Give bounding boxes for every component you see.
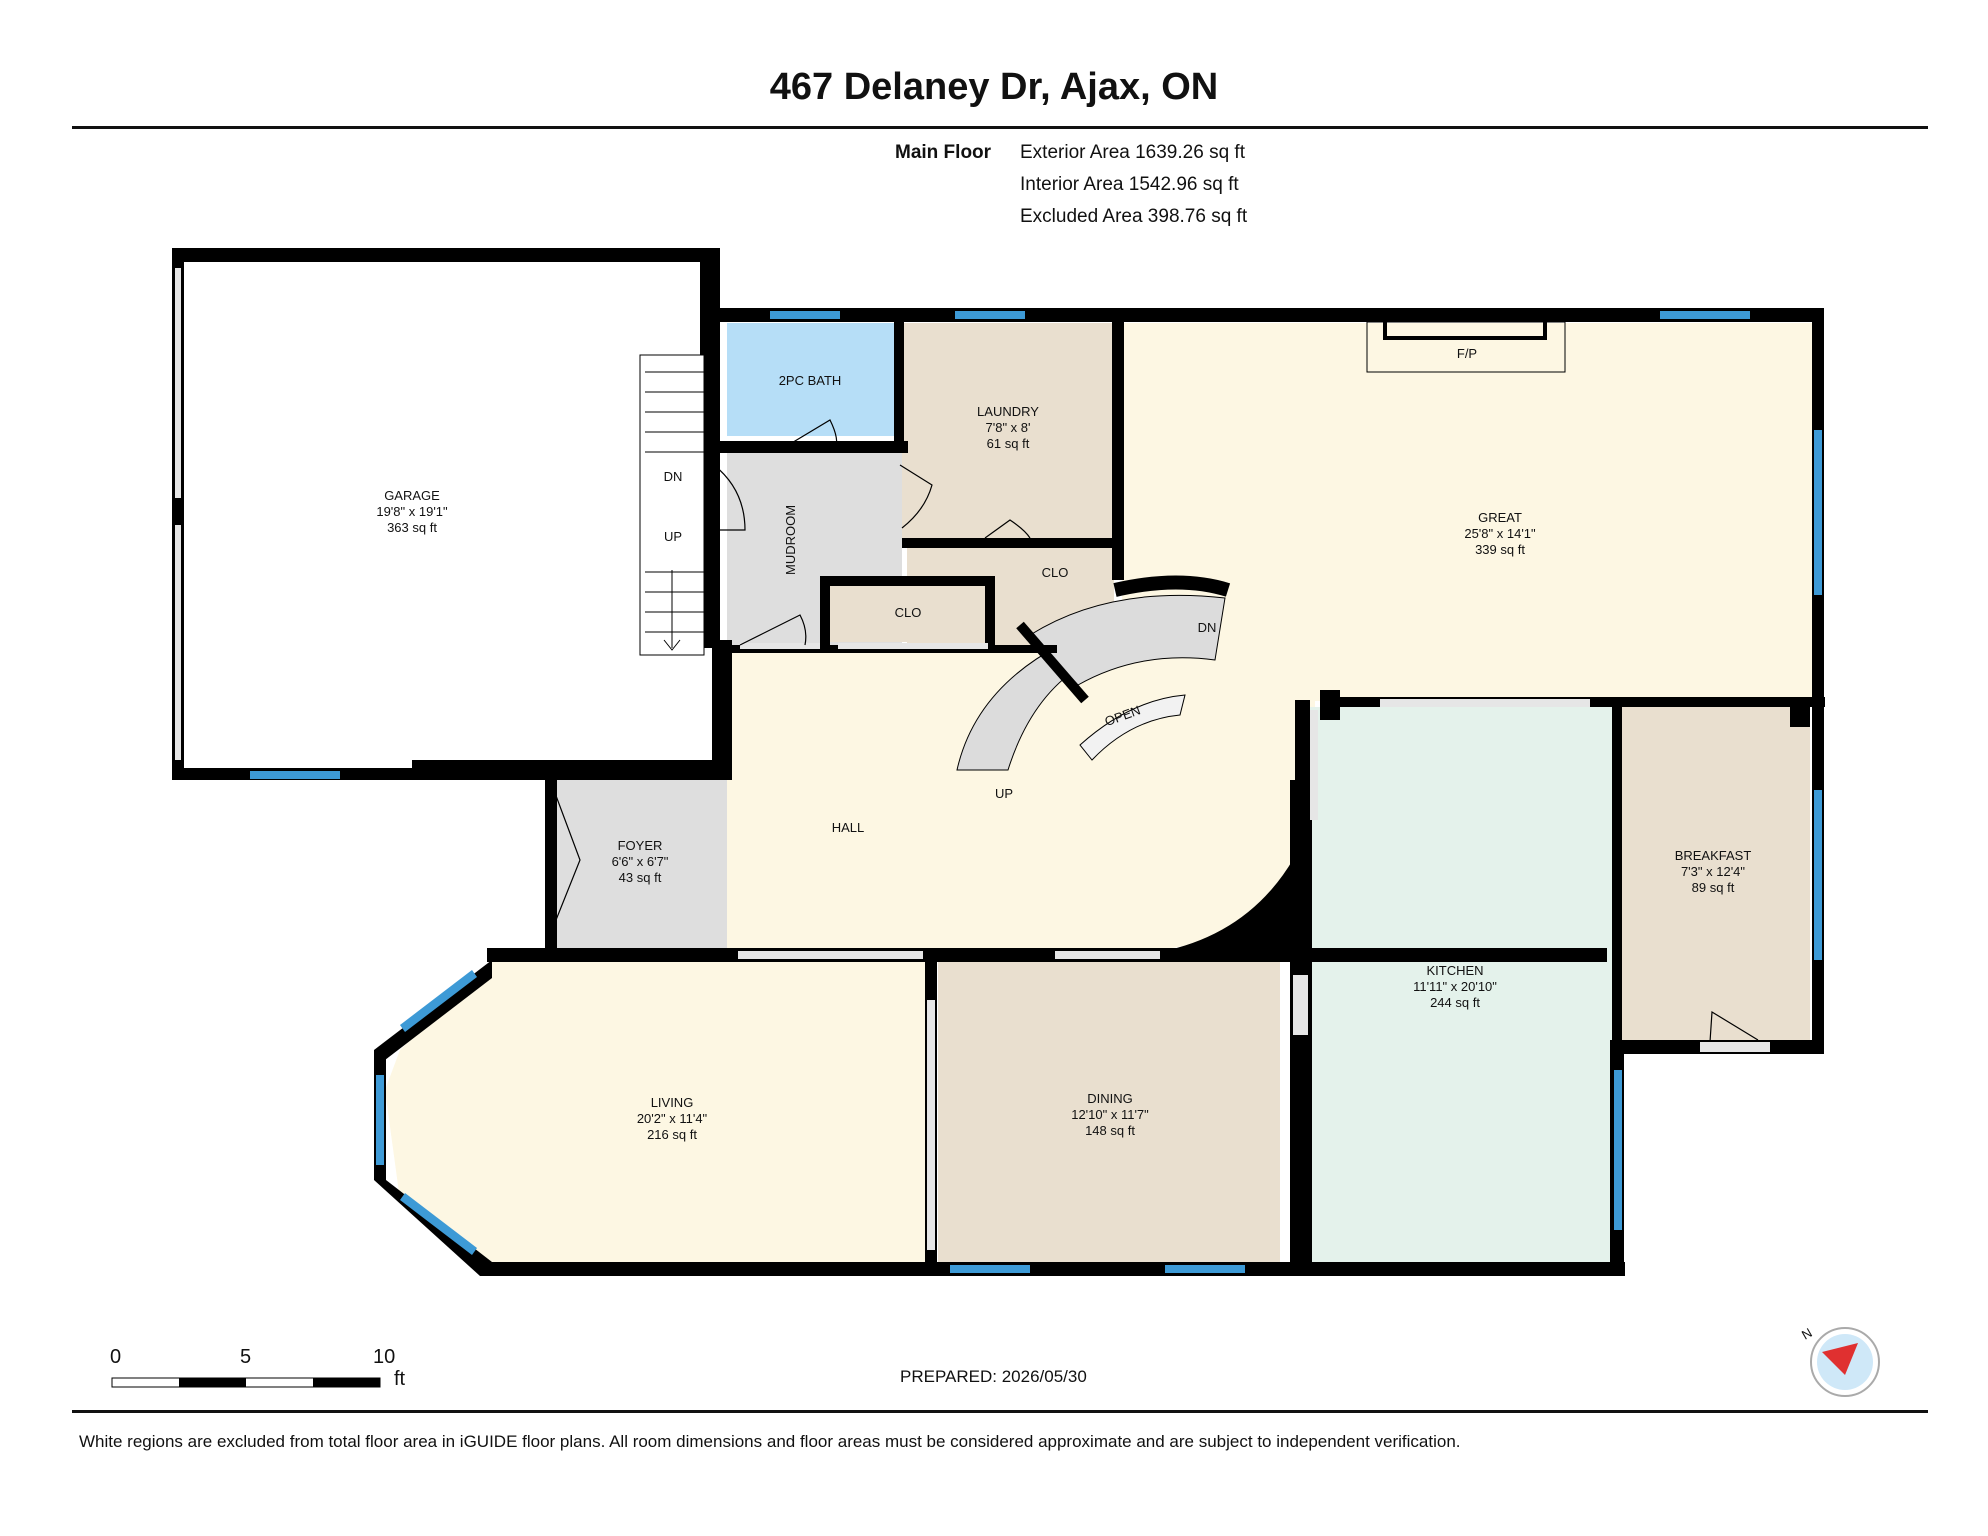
- clo1-name: CLO: [895, 605, 922, 620]
- scale-tick-0: 0: [110, 1346, 122, 1368]
- excluded-area: Excluded Area 398.76 sq ft: [1020, 206, 1248, 227]
- great-name: GREAT: [1478, 510, 1522, 525]
- curved-staircase: [956, 575, 1231, 771]
- scale-tick-10: 10: [373, 1346, 396, 1368]
- great-floor: [1122, 323, 1814, 701]
- laundry-floor: [902, 323, 1114, 539]
- garage-stairs: [639, 354, 705, 656]
- exterior-area: Exterior Area 1639.26 sq ft: [1020, 142, 1245, 163]
- compass-north-label: N: [1799, 1325, 1815, 1343]
- door-swings: [551, 419, 1759, 1043]
- garage-dims: 19'8" x 19'1": [376, 504, 448, 519]
- fireplace-label: F/P: [1457, 346, 1477, 361]
- dining-area: 148 sq ft: [1085, 1123, 1135, 1138]
- scale-unit: ft: [394, 1368, 406, 1390]
- bath-name: 2PC BATH: [779, 373, 842, 388]
- breakfast-name: BREAKFAST: [1675, 848, 1752, 863]
- breakfast-dims: 7'3" x 12'4": [1681, 864, 1745, 879]
- main-stair-dn-label: DN: [1198, 620, 1217, 635]
- great-dims: 25'8" x 14'1": [1464, 526, 1536, 541]
- garage-stair-up-label: UP: [664, 529, 682, 544]
- foyer-floor: [552, 775, 727, 950]
- garage-stair-dn-label: DN: [664, 469, 683, 484]
- prepared-date: PREPARED: 2026/05/30: [900, 1367, 1087, 1386]
- living-label: LIVING 20'2" x 11'4" 216 sq ft: [637, 1095, 708, 1142]
- foyer-name: FOYER: [618, 838, 663, 853]
- foyer-area: 43 sq ft: [619, 870, 662, 885]
- disclaimer-text: White regions are excluded from total fl…: [79, 1432, 1461, 1451]
- footer-divider: [72, 1410, 1928, 1413]
- laundry-dims: 7'8" x 8': [986, 420, 1031, 435]
- interior-area: Interior Area 1542.96 sq ft: [1020, 174, 1239, 195]
- scale-bar: [111, 1377, 381, 1388]
- breakfast-area: 89 sq ft: [1692, 880, 1735, 895]
- header-divider: [72, 126, 1928, 129]
- laundry-area: 61 sq ft: [987, 436, 1030, 451]
- page-title: 467 Delaney Dr, Ajax, ON: [769, 66, 1219, 108]
- bath-floor: [727, 323, 894, 436]
- openings: [175, 268, 1770, 1250]
- clo2-name: CLO: [1042, 565, 1069, 580]
- kitchen-label: KITCHEN 11'11" x 20'10" 244 sq ft: [1413, 963, 1497, 1010]
- great-area: 339 sq ft: [1475, 542, 1525, 557]
- garage-label: GARAGE 19'8" x 19'1" 363 sq ft: [376, 488, 448, 535]
- garage-name: GARAGE: [384, 488, 440, 503]
- living-name: LIVING: [651, 1095, 694, 1110]
- scale-tick-5: 5: [240, 1346, 252, 1368]
- kitchen-dims: 11'11" x 20'10": [1413, 979, 1497, 994]
- garage-area: 363 sq ft: [387, 520, 437, 535]
- kitchen-name: KITCHEN: [1426, 963, 1483, 978]
- hall-floor: [727, 620, 1315, 950]
- floor-name: Main Floor: [895, 142, 992, 163]
- mudroom-name: MUDROOM: [783, 505, 798, 575]
- dining-name: DINING: [1087, 1091, 1133, 1106]
- breakfast-floor: [1614, 707, 1810, 1040]
- garage-floor: [182, 262, 700, 765]
- kitchen-area: 244 sq ft: [1430, 995, 1480, 1010]
- living-area: 216 sq ft: [647, 1127, 697, 1142]
- dining-dims: 12'10" x 11'7": [1071, 1107, 1149, 1122]
- windows: [250, 311, 1822, 1273]
- dining-label: DINING 12'10" x 11'7" 148 sq ft: [1071, 1091, 1149, 1138]
- laundry-name: LAUNDRY: [977, 404, 1039, 419]
- hall-name: HALL: [832, 820, 865, 835]
- great-label: GREAT 25'8" x 14'1" 339 sq ft: [1464, 510, 1536, 557]
- clo1-floor: [830, 584, 986, 642]
- kitchen-floor: [1310, 707, 1614, 1265]
- foyer-label: FOYER 6'6" x 6'7" 43 sq ft: [612, 838, 669, 885]
- living-dims: 20'2" x 11'4": [637, 1111, 708, 1126]
- laundry-label: LAUNDRY 7'8" x 8' 61 sq ft: [977, 404, 1039, 451]
- main-stair-up-label: UP: [995, 786, 1013, 801]
- fireplace-hearth: [1366, 321, 1566, 373]
- dining-floor: [938, 962, 1280, 1268]
- living-floor: [385, 962, 930, 1268]
- foyer-dims: 6'6" x 6'7": [612, 854, 669, 869]
- compass-icon: N: [1799, 1325, 1880, 1397]
- breakfast-label: BREAKFAST 7'3" x 12'4" 89 sq ft: [1675, 848, 1752, 895]
